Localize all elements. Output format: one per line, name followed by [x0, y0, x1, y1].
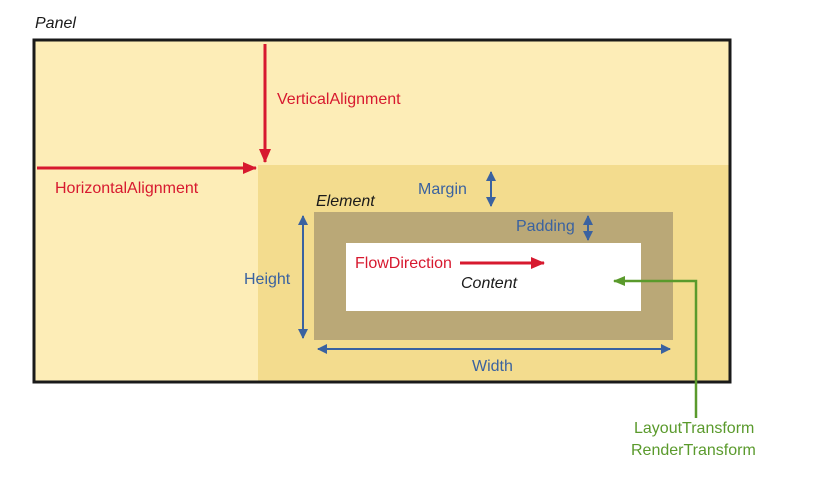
width-label: Width [472, 358, 513, 375]
panel-label: Panel [35, 15, 76, 32]
render-transform-label: RenderTransform [631, 442, 756, 459]
transform-arrow [613, 276, 698, 418]
padding-label: Padding [516, 218, 575, 235]
horizontal-alignment-label: HorizontalAlignment [55, 180, 199, 197]
content-label: Content [461, 275, 518, 292]
content-area [346, 243, 641, 311]
margin-label: Margin [418, 181, 467, 198]
layout-transform-label: LayoutTransform [634, 420, 755, 437]
vertical-alignment-label: VerticalAlignment [277, 91, 401, 108]
height-label: Height [244, 271, 291, 288]
flow-direction-label: FlowDirection [355, 255, 452, 272]
element-label: Element [316, 193, 375, 210]
